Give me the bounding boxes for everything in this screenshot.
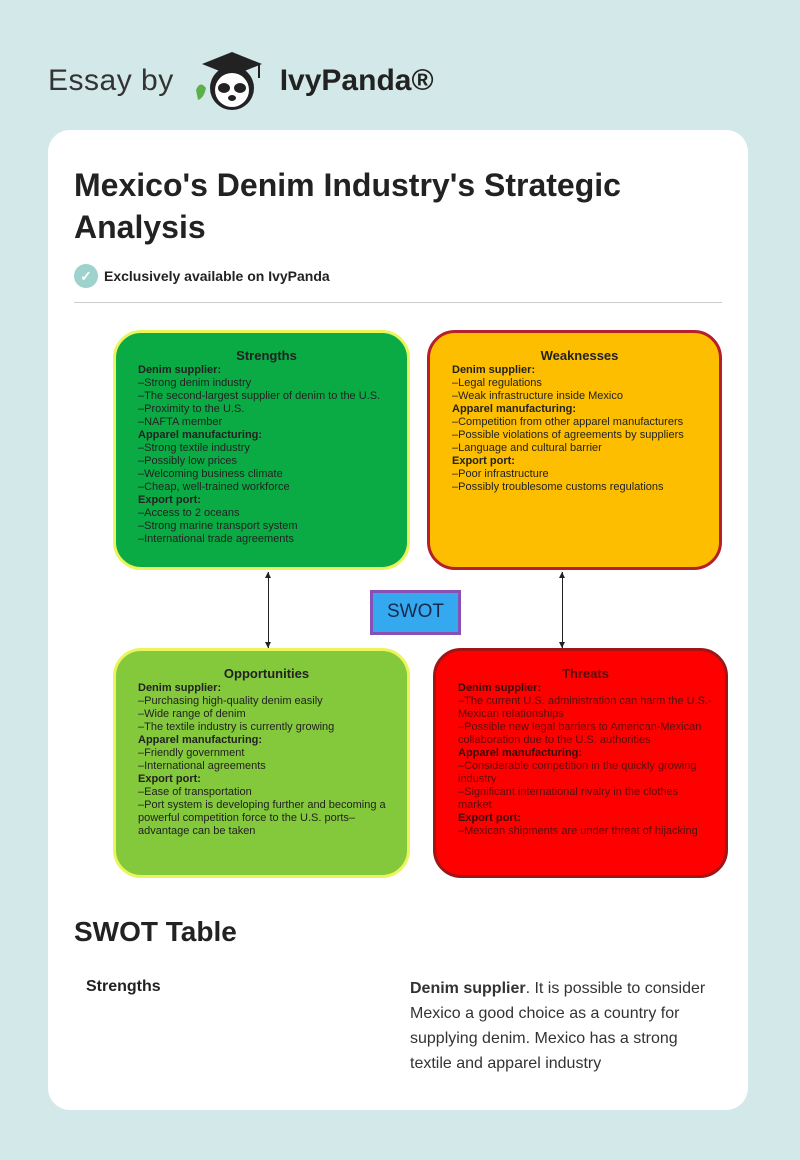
table-row-text: Denim supplier. It is possible to consid… [410,976,720,1076]
section-header: Export port: [458,812,521,824]
panda-logo-icon[interactable] [192,50,272,112]
section-header: Denim supplier: [458,682,542,694]
section-header: Apparel manufacturing: [138,429,263,441]
list-item: –Language and cultural barrier [452,442,602,454]
swot-center-label: SWOT [370,590,461,635]
header: Essay by IvyPanda® [48,50,434,112]
list-item: –The current U.S. administration can har… [458,695,712,720]
section-header: Denim supplier: [452,364,536,376]
table-row-body: . It is possible to consider Mexico a go… [410,980,706,1072]
section-header: Export port: [138,494,201,506]
list-item: –Proximity to the U.S. [138,403,245,415]
section-header: Export port: [138,773,201,785]
list-item: –Poor infrastructure [452,468,549,480]
quadrant-title: Threats [562,666,609,681]
list-item: –International agreements [138,760,266,772]
double-arrow-icon [265,572,271,648]
list-item: –Possible new legal barriers to American… [458,721,702,746]
quadrant-title: Opportunities [223,666,310,681]
section-heading: SWOT Table [74,916,237,947]
section-header: Apparel manufacturing: [458,747,583,759]
essay-by-label: Essay by [48,64,174,97]
divider [74,302,722,303]
list-item: –Purchasing high-quality denim easily [138,695,323,707]
quadrant-title: Weaknesses [540,348,619,363]
list-item: –Cheap, well-trained workforce [138,481,290,493]
exclusive-badge: ✓ Exclusively available on IvyPanda [74,264,330,288]
list-item: –Competition from other apparel manufact… [452,416,684,428]
list-item: –Weak infrastructure inside Mexico [452,390,623,402]
list-item: –Mexican shipments are under threat of h… [458,825,698,837]
list-item: –Possibly low prices [138,455,238,467]
section-header: Denim supplier: [138,682,222,694]
list-item: –Strong marine transport system [138,520,298,532]
double-arrow-icon [559,572,565,648]
list-item: –The second-largest supplier of denim to… [138,390,381,402]
quadrant-title: Strengths [236,348,297,363]
list-item: –Significant international rivalry in th… [458,786,679,811]
checkmark-icon: ✓ [74,264,98,288]
section-header: Apparel manufacturing: [138,734,263,746]
list-item: –Strong textile industry [138,442,250,454]
section-header: Apparel manufacturing: [452,403,577,415]
section-header: Denim supplier: [138,364,222,376]
list-item: –Possible violations of agreements by su… [452,429,684,441]
page-title: Mexico's Denim Industry's Strategic Anal… [74,167,621,245]
list-item: –Considerable competition in the quickly… [458,760,697,785]
list-item: –Ease of transportation [138,786,252,798]
list-item: –International trade agreements [138,533,294,545]
list-item: –Welcoming business climate [138,468,283,480]
list-item: –Friendly government [138,747,245,759]
exclusive-label: Exclusively available on IvyPanda [104,268,330,284]
list-item: –Access to 2 oceans [138,507,240,519]
content-card: Mexico's Denim Industry's Strategic Anal… [48,130,748,1110]
table-row-label: Strengths [86,978,161,995]
list-item: –Wide range of denim [138,708,246,720]
list-item: –Legal regulations [452,377,542,389]
list-item: –NAFTA member [138,416,223,428]
table-row-bold: Denim supplier [410,980,526,997]
list-item: –Port system is developing further and b… [138,799,386,837]
list-item: –The textile industry is currently growi… [138,721,335,733]
section-header: Export port: [452,455,515,467]
list-item: –Possibly troublesome customs regulation… [452,481,664,493]
brand-name[interactable]: IvyPanda® [279,64,434,97]
list-item: –Strong denim industry [138,377,252,389]
